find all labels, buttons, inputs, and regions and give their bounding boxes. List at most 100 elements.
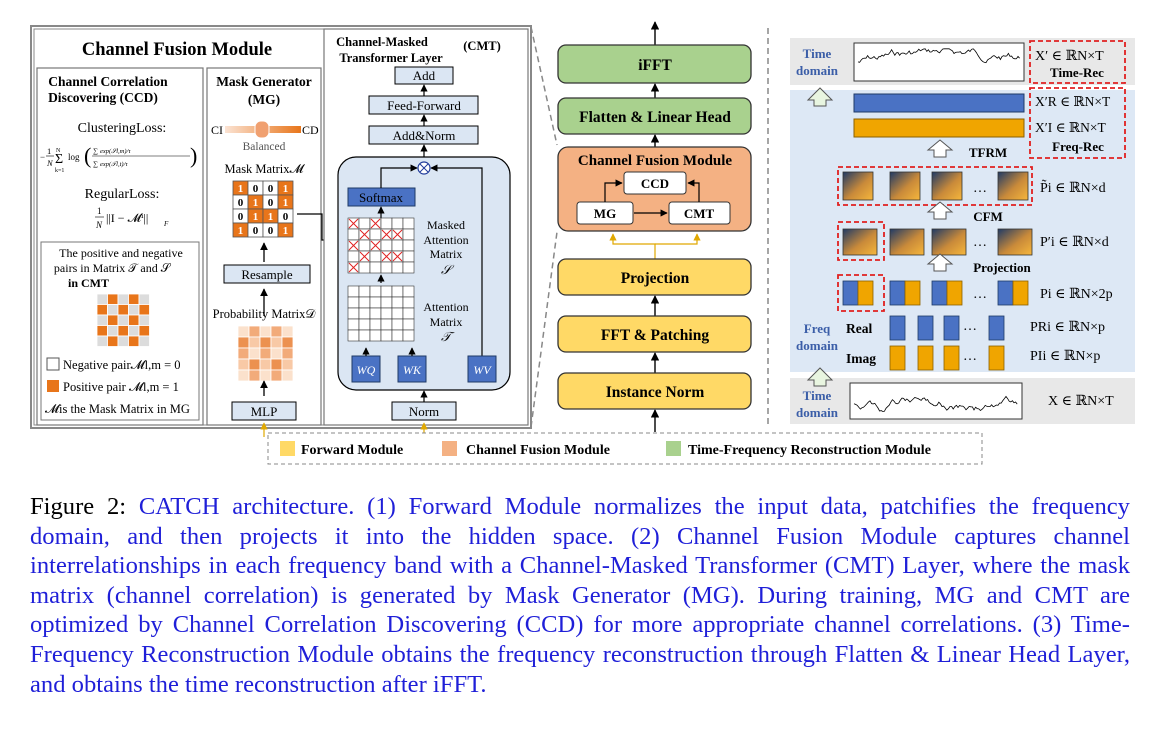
attn-cell xyxy=(391,296,404,309)
freq-rec-imag xyxy=(853,118,1025,138)
hidden-patch xyxy=(842,171,874,201)
svg-text:F: F xyxy=(163,220,169,228)
fft-box xyxy=(557,315,752,353)
clustering-loss-label: ClusteringLoss: xyxy=(78,121,167,136)
prob-cell xyxy=(270,325,283,338)
attn-cell xyxy=(369,307,382,320)
legend-forward: Forward Module xyxy=(301,443,403,458)
svg-text:Instance Norm: Instance Norm xyxy=(606,384,705,401)
svg-text:N: N xyxy=(56,148,61,154)
svg-text:k=1: k=1 xyxy=(55,168,64,174)
prob-cell xyxy=(248,369,261,382)
svg-text:Add&Norm: Add&Norm xyxy=(393,128,456,143)
pair-cell xyxy=(96,293,108,305)
attn-cell xyxy=(402,228,415,241)
pair-cell xyxy=(107,304,119,316)
architecture-figure: Channel Fusion Module Channel Correlatio… xyxy=(30,21,1135,465)
mask-value: 0 xyxy=(268,183,274,195)
pair-cell xyxy=(107,335,119,347)
flatten-box xyxy=(557,97,752,135)
svg-text:Attention: Attention xyxy=(423,300,468,314)
mask-value: 0 xyxy=(238,211,244,223)
prob-cell xyxy=(281,347,294,360)
attn-cell xyxy=(380,261,393,274)
probability-matrix xyxy=(237,325,294,382)
svg-text:−: − xyxy=(40,152,45,162)
attn-cell xyxy=(369,285,382,298)
svg-text:(: ( xyxy=(84,143,91,168)
attention-matrix xyxy=(347,285,415,342)
attn-cell xyxy=(402,217,415,230)
p-imag-half xyxy=(857,280,874,306)
attn-cell xyxy=(380,217,393,230)
prob-cell xyxy=(248,336,261,349)
attn-cell xyxy=(358,239,371,252)
attn-cell xyxy=(402,261,415,274)
svg-text:WK: WK xyxy=(403,363,422,377)
masked-attention-matrix xyxy=(347,217,415,274)
pair-cell xyxy=(117,335,129,347)
real-patches xyxy=(889,315,1005,341)
svg-text:Freq: Freq xyxy=(804,321,831,336)
attn-cell xyxy=(402,329,415,342)
pair-cell xyxy=(128,325,140,337)
legend-cfm: Channel Fusion Module xyxy=(466,443,610,458)
imag-patch xyxy=(988,345,1005,371)
attn-cell xyxy=(358,329,371,342)
pair-grid xyxy=(96,293,150,347)
svg-text:TFRM: TFRM xyxy=(969,145,1007,160)
svg-text:domain: domain xyxy=(796,338,839,353)
p-imag-half xyxy=(946,280,963,306)
svg-text:MLP: MLP xyxy=(251,404,278,419)
prob-cell xyxy=(281,369,294,382)
prob-cell xyxy=(270,358,283,371)
attn-cell xyxy=(391,285,404,298)
svg-text:CD: CD xyxy=(302,123,319,137)
attn-cell xyxy=(380,318,393,331)
svg-text:in CMT: in CMT xyxy=(68,276,109,290)
prob-cell xyxy=(259,336,272,349)
svg-text:…: … xyxy=(973,181,987,196)
attn-cell xyxy=(347,307,360,320)
legend: Forward Module Channel Fusion Module Tim… xyxy=(267,432,983,465)
cfm-title: Channel Fusion Module xyxy=(82,40,272,60)
regular-loss-label: RegularLoss: xyxy=(85,187,160,202)
attn-cell xyxy=(358,285,371,298)
svg-text:Norm: Norm xyxy=(409,404,439,419)
svg-text:Matrix: Matrix xyxy=(430,315,463,329)
negative-pair-label: Negative pair𝓜l,m = 0 xyxy=(63,358,181,372)
pair-cell xyxy=(117,325,129,337)
real-patch xyxy=(889,315,906,341)
mask-value: 1 xyxy=(238,225,244,237)
svg-text:X′R ∈ ℝN×T: X′R ∈ ℝN×T xyxy=(1035,94,1111,109)
prob-cell xyxy=(281,325,294,338)
hidden-patch xyxy=(889,171,921,201)
svg-text:X ∈ ℝN×T: X ∈ ℝN×T xyxy=(1048,394,1114,409)
freq-rec-real xyxy=(853,93,1025,113)
cmt-panel: Channel-Masked (CMT) Transformer Layer A… xyxy=(323,28,529,426)
mask-value: 0 xyxy=(268,197,274,209)
mg-panel: Mask Generator (MG) CI CD Balanced Mask … xyxy=(206,67,357,426)
mask-value: 1 xyxy=(283,225,289,237)
p-tilde-patches xyxy=(842,171,1029,201)
cmt-title: Channel-Masked xyxy=(336,35,428,49)
svg-text:…: … xyxy=(963,349,977,364)
attn-cell xyxy=(347,285,360,298)
prob-cell xyxy=(237,325,250,338)
pair-cell xyxy=(128,335,140,347)
prob-cell xyxy=(281,336,294,349)
up-arrow-icon xyxy=(926,253,954,272)
prob-cell xyxy=(248,347,261,360)
instance-norm-box xyxy=(557,372,752,410)
svg-text:FFT & Patching: FFT & Patching xyxy=(601,327,709,344)
svg-text:Projection: Projection xyxy=(621,270,690,287)
ccd-panel: Channel Correlation Discovering (CCD) Cl… xyxy=(36,67,204,426)
svg-text:CCD: CCD xyxy=(641,176,669,191)
attn-cell xyxy=(380,329,393,342)
pair-cell xyxy=(138,335,150,347)
attn-cell xyxy=(358,307,371,320)
attn-cell xyxy=(347,296,360,309)
svg-text:X′ ∈ ℝN×T: X′ ∈ ℝN×T xyxy=(1035,49,1104,64)
prob-cell xyxy=(270,369,283,382)
prob-cell xyxy=(259,358,272,371)
